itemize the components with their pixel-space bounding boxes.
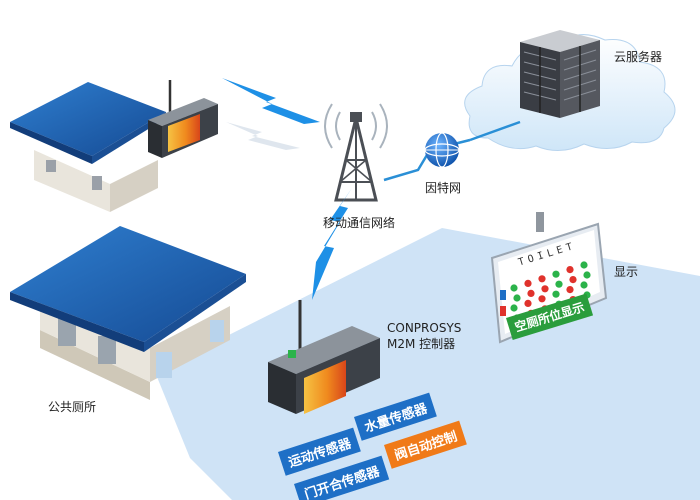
status-led	[566, 266, 574, 274]
building-upper	[10, 82, 166, 212]
wireless-signal-icon	[222, 78, 352, 300]
status-led	[583, 271, 591, 279]
label-cloud-server: 云服务器	[614, 50, 663, 64]
status-led	[552, 290, 560, 298]
status-led	[552, 270, 560, 278]
status-led	[538, 275, 546, 283]
cell-tower-icon	[324, 103, 388, 202]
status-led	[510, 304, 518, 312]
label-controller-line1: CONPROSYS	[387, 321, 462, 335]
status-led	[580, 261, 588, 269]
building-lower	[10, 226, 246, 400]
status-led	[538, 295, 546, 303]
label-controller-line2: M2M 控制器	[387, 337, 456, 351]
status-led	[524, 299, 532, 307]
label-mobile-network: 移动通信网络	[323, 216, 396, 230]
status-led	[555, 280, 563, 288]
controller-small-icon	[148, 80, 218, 158]
status-led	[510, 284, 518, 292]
status-led	[513, 294, 521, 302]
server-icon	[520, 30, 600, 118]
controller-main-icon	[268, 300, 380, 414]
status-led	[569, 276, 577, 284]
label-internet: 因特网	[425, 181, 462, 195]
label-display: 显示	[614, 265, 639, 279]
globe-icon	[424, 132, 460, 168]
status-led	[541, 285, 549, 293]
status-led	[524, 279, 532, 287]
cloud-link	[469, 120, 521, 142]
label-public-toilet: 公共厕所	[48, 400, 97, 414]
status-led	[580, 281, 588, 289]
status-led	[566, 286, 574, 294]
status-led	[527, 289, 535, 297]
